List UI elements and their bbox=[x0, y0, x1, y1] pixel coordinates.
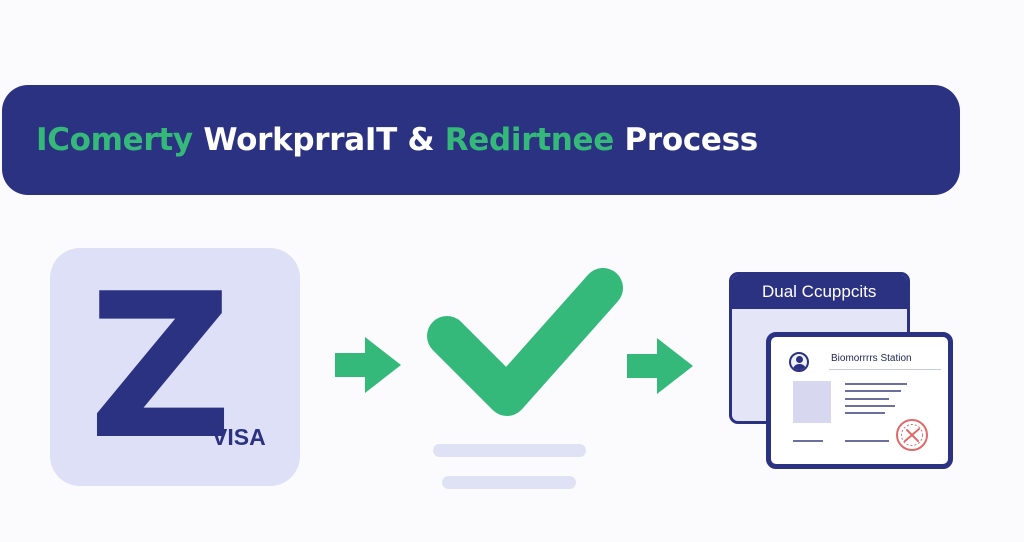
arrow-right-icon bbox=[335, 337, 401, 393]
arrow-right-icon bbox=[627, 338, 693, 394]
text-line bbox=[845, 398, 889, 400]
text-line bbox=[793, 440, 823, 442]
text-line bbox=[845, 383, 907, 385]
text-line bbox=[845, 440, 889, 442]
document-card-back-title: Dual Ccuppcits bbox=[762, 282, 877, 301]
decorative-line-2 bbox=[442, 476, 576, 489]
z-visa-logo: Z bbox=[88, 251, 234, 484]
document-card-back-header: Dual Ccuppcits bbox=[732, 275, 907, 309]
avatar-icon bbox=[789, 352, 809, 372]
title-banner: IComerty WorkprraIT & Redirtnee Process bbox=[2, 85, 960, 195]
checkmark-icon bbox=[427, 268, 623, 416]
biometrics-card: Biomorrrrs Station bbox=[766, 332, 953, 469]
id-photo bbox=[793, 381, 831, 423]
decorative-line-1 bbox=[433, 444, 586, 457]
text-line bbox=[845, 412, 885, 414]
text-line bbox=[845, 390, 901, 392]
title-part-2: WorkprraIT & bbox=[192, 122, 445, 158]
divider bbox=[829, 369, 941, 370]
biometrics-card-title: Biomorrrrs Station bbox=[831, 353, 912, 364]
title-part-4: Process bbox=[613, 122, 758, 158]
text-line bbox=[845, 405, 895, 407]
visa-label: VISA bbox=[212, 424, 266, 450]
visa-card: Z VISA bbox=[50, 248, 300, 486]
page-title: IComerty WorkprraIT & Redirtnee Process bbox=[36, 122, 758, 158]
stamp-icon bbox=[896, 419, 928, 451]
title-part-3: Redirtnee bbox=[444, 122, 615, 158]
title-part-1: IComerty bbox=[36, 122, 193, 158]
